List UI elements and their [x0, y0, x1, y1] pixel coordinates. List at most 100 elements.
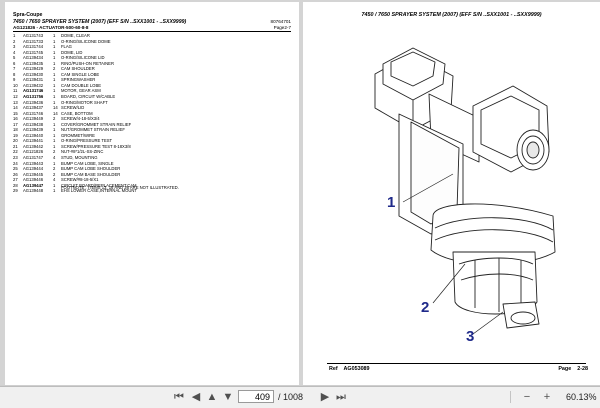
part-description: EHS LOWER CASE,INTERNAL MOUNT: [61, 188, 137, 194]
quantity: 1: [53, 94, 56, 100]
ref-label: Ref: [329, 366, 338, 372]
illustration-page-title: 7450 / 7650 SPRAYER SYSTEM (2007) (EFF S…: [361, 12, 542, 18]
page-label: Page: [558, 366, 572, 372]
zoom-level[interactable]: 60.13%: [566, 392, 597, 402]
part-number: AG139440: [23, 132, 44, 138]
footer-page: Page 2-28: [558, 366, 588, 372]
item-number: 8: [13, 71, 16, 77]
assembly-subtitle: AG121826 - ACTUATOR-500-60-8-8: [13, 25, 89, 30]
quantity: 2: [53, 116, 56, 122]
page-number-input[interactable]: 409: [238, 390, 274, 403]
part-number: AG139443: [23, 160, 44, 166]
part-description: RING/PUSH-ON RETAINER: [61, 60, 114, 66]
viewer-toolbar: ⏮ ◀ ▲ ▼ 409 / 1008 ▶ ⏭ − + 60.13%: [0, 386, 600, 408]
quantity: 1: [53, 99, 56, 105]
part-description: DOME, LID: [61, 49, 83, 55]
last-page-icon[interactable]: ⏭: [336, 391, 346, 403]
zoom-out-icon[interactable]: −: [523, 391, 531, 403]
quantity: 14: [53, 110, 58, 116]
part-number: AG139442: [23, 143, 44, 149]
quantity: 1: [53, 38, 56, 44]
footnote: FOOTNOTE : ITEMS 13, 16 AND 28 ARE NOT I…: [61, 185, 179, 190]
next-page-icon[interactable]: ▶: [320, 391, 330, 403]
footer-divider: [327, 363, 586, 364]
part-description: CASE, BOTTOM: [61, 110, 93, 116]
scroll-down-icon[interactable]: ▼: [222, 391, 234, 403]
part-number: AG121826: [23, 149, 44, 155]
part-description: BUMP CAM BASE SHOULDER: [61, 171, 121, 177]
quantity: 2: [53, 149, 56, 155]
quantity: 1: [53, 71, 56, 77]
part-description: SCREW/#8-18-5/X1: [61, 177, 99, 183]
quantity: 1: [53, 55, 56, 61]
item-number: 17: [13, 121, 18, 127]
first-page-icon[interactable]: ⏮: [174, 391, 184, 403]
part-number: AG139431: [23, 77, 44, 83]
part-number: AG139439: [23, 127, 44, 133]
document-viewer[interactable]: Spra-Coupe 7450 / 7650 SPRAYER SYSTEM (2…: [0, 0, 600, 385]
quantity: 4: [53, 177, 56, 183]
quantity: 1: [53, 121, 56, 127]
part-description: CIRCUIT BOARD/REPLACEMENT,CAM: [61, 182, 137, 188]
part-number: AG139432: [23, 82, 44, 88]
callout-label-2: 2: [421, 299, 430, 316]
part-description: CAM SHOULDER: [61, 66, 95, 72]
item-number: 12: [13, 94, 18, 100]
part-description: GROMMET/WIRE: [61, 132, 95, 138]
item-number: 23: [13, 155, 18, 161]
part-number: AG139430: [23, 71, 44, 77]
item-number: 26: [13, 171, 18, 177]
part-description: SCREW/LID: [61, 105, 85, 111]
part-number: AG131745: [23, 49, 44, 55]
part-number: AG139447: [23, 182, 44, 188]
document-number: 80764701: [270, 19, 291, 24]
part-number: AG131733: [23, 38, 44, 44]
item-number: 18: [13, 127, 18, 133]
footer-reference: Ref AG053089: [329, 366, 370, 372]
part-description: CAM DOUBLE LOBE: [61, 82, 102, 88]
part-number: AG139445: [23, 171, 44, 177]
part-number: AG139437: [23, 105, 44, 111]
quantity: 1: [53, 127, 56, 133]
part-number: AG131746: [23, 110, 44, 116]
part-description: NUT-#8*1/2L-SS-ZINC: [61, 149, 104, 155]
quantity: 1: [53, 44, 56, 50]
quantity: 1: [53, 132, 56, 138]
scroll-up-icon[interactable]: ▲: [206, 391, 218, 403]
item-number: 10: [13, 82, 18, 88]
page-title: 7450 / 7650 SPRAYER SYSTEM (2007) (EFF S…: [13, 19, 187, 25]
item-number: 15: [13, 110, 18, 116]
item-number: 9: [13, 77, 16, 83]
callout-label-1: 1: [387, 194, 396, 211]
quantity: 1: [53, 182, 56, 188]
part-description: CAM SINGLE LOBE: [61, 71, 100, 77]
part-number: AG131747: [23, 155, 44, 161]
part-description: SCREW/4-18-5/X3/4: [61, 116, 100, 122]
quantity: 1: [53, 143, 56, 149]
part-number: AG139435: [23, 60, 44, 66]
part-number: AG139436: [23, 99, 44, 105]
part-description: FLAG: [61, 44, 72, 50]
previous-page-icon[interactable]: ◀: [191, 391, 201, 403]
zoom-in-icon[interactable]: +: [543, 391, 551, 403]
part-description: SPRINGWASHER: [61, 77, 96, 83]
